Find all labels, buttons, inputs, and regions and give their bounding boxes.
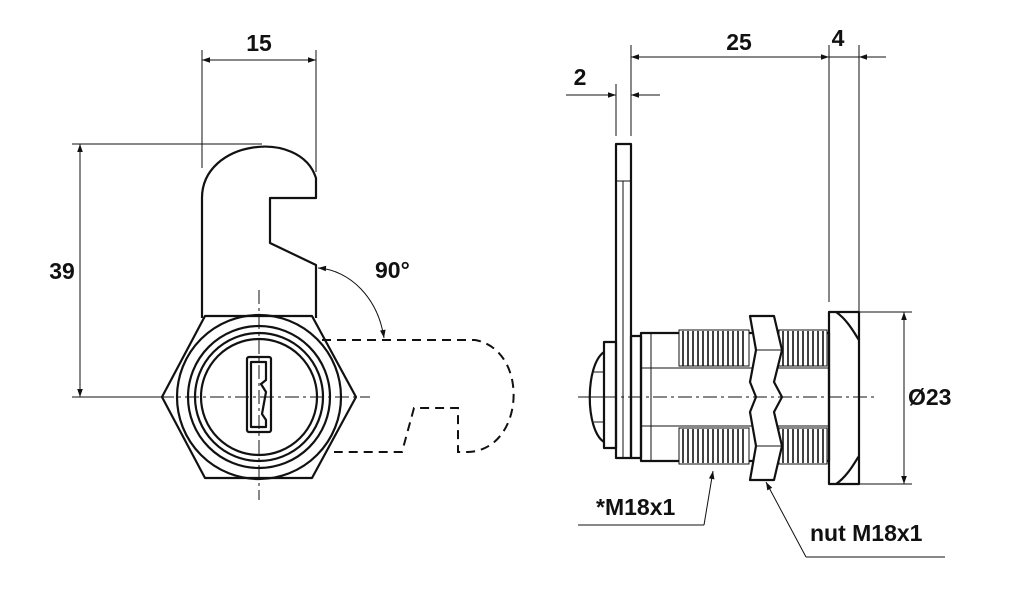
dimension-25-and-4: 25 4 — [630, 25, 886, 312]
dimension-label-plate: 2 — [574, 64, 587, 90]
dimension-label-height: 39 — [49, 258, 75, 284]
callout-thread: *M18x1 — [578, 470, 715, 526]
thread-bottom — [678, 427, 750, 465]
dimension-diameter-23: Ø23 — [859, 311, 951, 485]
dimension-label-bezel: 4 — [832, 25, 845, 51]
dimension-height-39: 39 — [49, 143, 262, 398]
dimension-2: 2 — [566, 64, 660, 136]
dimension-label-diameter: Ø23 — [908, 384, 951, 410]
side-view: 25 4 2 — [566, 25, 951, 558]
cam-arm-rotated — [322, 339, 515, 453]
rotation-label: 90° — [375, 257, 410, 283]
dimension-label-length: 25 — [726, 29, 752, 55]
hex-nut — [748, 314, 784, 482]
screw-head — [602, 340, 618, 450]
callout-nut-label: nut M18x1 — [810, 520, 923, 546]
thread-top — [678, 329, 750, 367]
front-view: 15 39 90° — [49, 30, 515, 500]
thread-top-right — [778, 329, 828, 367]
callout-thread-label: *M18x1 — [596, 494, 675, 520]
dimension-label-width: 15 — [246, 30, 272, 56]
thread-bottom-right — [778, 427, 828, 465]
bezel-flange — [827, 310, 861, 486]
cam-arm — [200, 145, 318, 318]
callout-nut: nut M18x1 — [765, 481, 945, 558]
dimension-width-15: 15 — [201, 30, 317, 172]
rotation-indicator: 90° — [317, 257, 410, 339]
